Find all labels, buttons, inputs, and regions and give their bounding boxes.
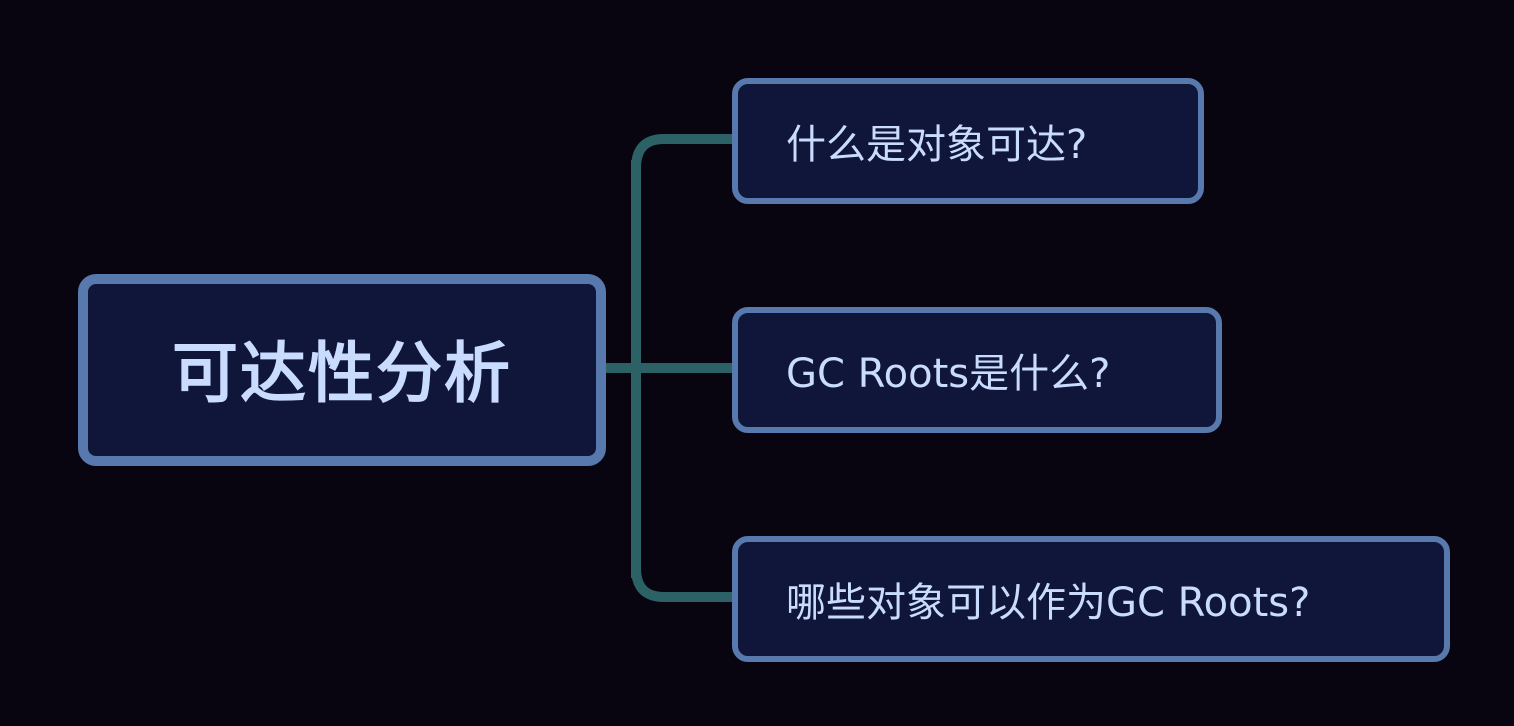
- root-topic-label: 可达性分析: [172, 335, 512, 412]
- subtopic-node-reachability[interactable]: 什么是对象可达?: [732, 78, 1204, 204]
- subtopic-label: 哪些对象可以作为GC Roots?: [786, 580, 1311, 626]
- root-topic-node[interactable]: 可达性分析: [78, 274, 606, 466]
- subtopic-label: GC Roots是什么?: [786, 351, 1111, 397]
- connector-trunk: [604, 160, 641, 578]
- connector-branch-1: [631, 134, 734, 169]
- subtopic-label: 什么是对象可达?: [786, 122, 1088, 168]
- subtopic-node-gc-roots[interactable]: GC Roots是什么?: [732, 307, 1222, 433]
- subtopic-node-gc-roots-objects[interactable]: 哪些对象可以作为GC Roots?: [732, 536, 1450, 662]
- connector-branch-3: [631, 567, 734, 602]
